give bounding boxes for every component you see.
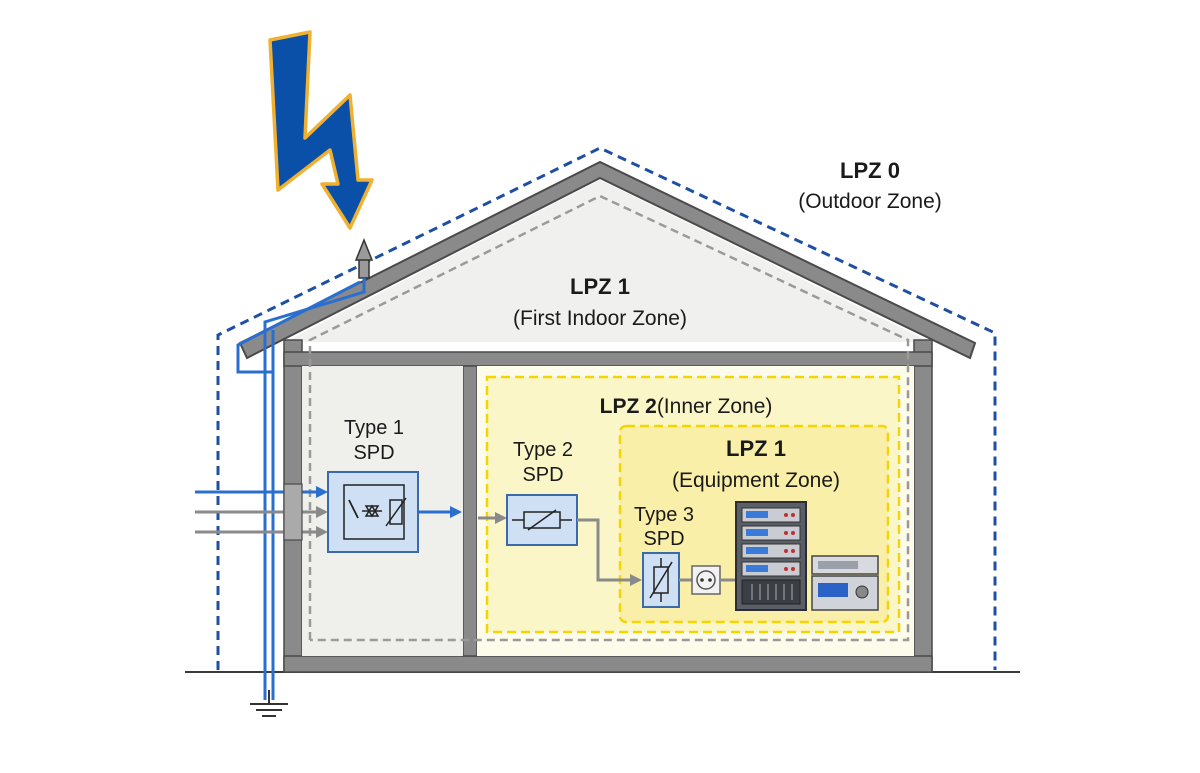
spd-type3-icon: [642, 552, 680, 608]
spd2-input-arrow: [495, 512, 507, 524]
power-outlet-icon: [691, 565, 721, 595]
lpz1-equipment-title: LPZ 1: [726, 436, 786, 461]
lpz0-subtitle: (Outdoor Zone): [798, 190, 942, 213]
attic-zone: [285, 180, 930, 342]
lpz1-outer-title: LPZ 1: [570, 274, 630, 299]
lpz0-title: LPZ 0: [840, 158, 900, 183]
house-floor: [283, 655, 933, 673]
house-floor-ceiling: [283, 351, 933, 367]
spd1-label-line1: Type 1: [344, 417, 404, 439]
wall-entry-box: [283, 483, 303, 541]
spd2-to-spd3-line: [577, 518, 632, 582]
lpz2-label: LPZ 2(Inner Zone): [600, 395, 773, 418]
audio-receiver-icon: [811, 555, 879, 611]
spd2-label-line2: SPD: [522, 464, 563, 486]
lpz1-boundary: [308, 194, 910, 642]
spd-type1-icon: [327, 471, 419, 553]
roof: [238, 160, 977, 360]
spd-type2-icon: [506, 494, 578, 546]
air-terminal-icon: [354, 237, 374, 279]
spd3-input-arrow: [630, 574, 642, 586]
lpz2-subtitle: (Inner Zone): [657, 395, 773, 418]
house-inner-wall: [462, 365, 478, 657]
house-wall-right: [913, 339, 933, 673]
down-conductor-outer: [236, 280, 361, 374]
server-rack-icon: [735, 501, 807, 611]
spd1-label-line2: SPD: [353, 442, 394, 464]
spd1-output-arrow: [450, 506, 462, 518]
lpz0-boundary: [216, 146, 997, 670]
lpz1-equipment-subtitle: (Equipment Zone): [672, 469, 840, 492]
lpz2-title: LPZ 2: [600, 395, 657, 418]
spd3-label-line2: SPD: [643, 528, 684, 550]
ground-symbol-icon: [250, 690, 288, 717]
lightning-bolt-icon: [268, 30, 374, 230]
spd2-label-line1: Type 2: [513, 439, 573, 461]
spd3-label-line1: Type 3: [634, 504, 694, 526]
lpz1-outer-subtitle: (First Indoor Zone): [513, 307, 687, 330]
